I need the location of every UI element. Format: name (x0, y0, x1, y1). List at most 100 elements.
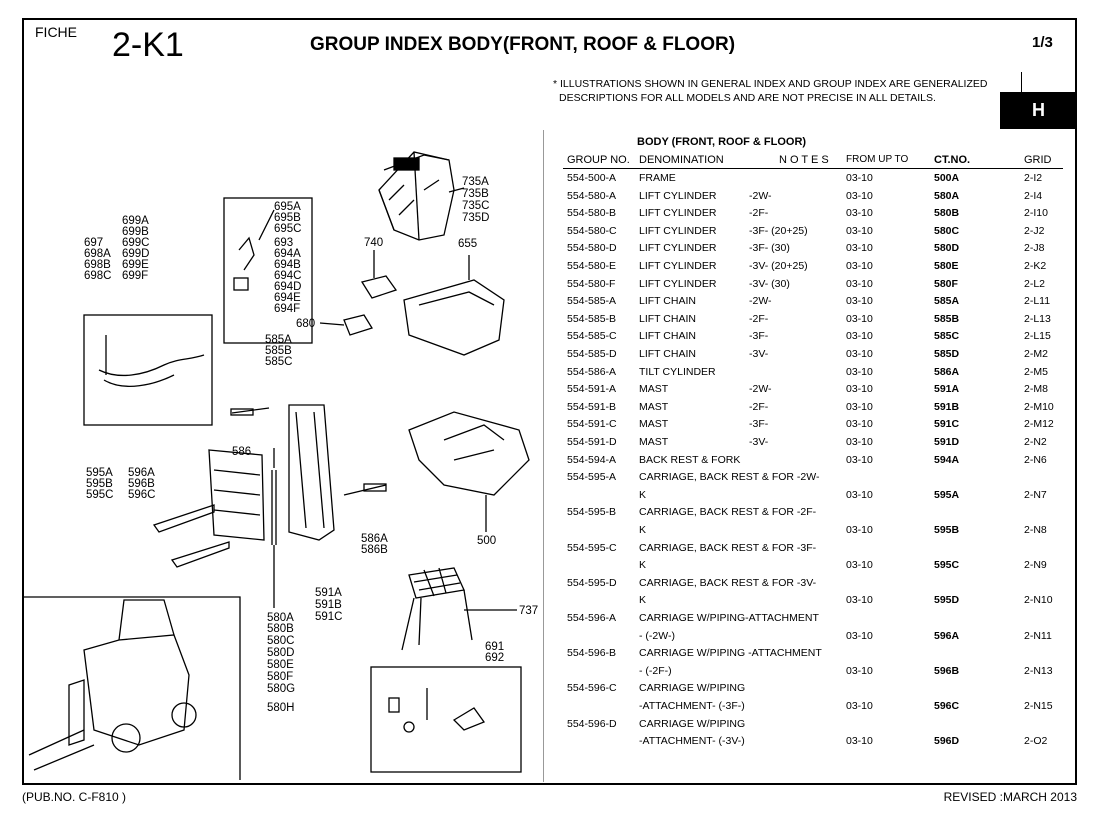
denomination-cell: CARRIAGE W/PIPING (639, 717, 746, 730)
ct-no-cell: 596D (934, 735, 960, 748)
grid-cell: 2-M2 (1024, 348, 1048, 360)
grid-cell: 2-N13 (1024, 664, 1053, 677)
ct-no-cell: 585A (934, 295, 960, 308)
denomination-cell: - (-2F-) (639, 664, 672, 677)
from-cell: 03-10 (846, 277, 873, 290)
label-596c: 596C (128, 489, 156, 501)
label-580e: 580E (267, 659, 294, 671)
label-695a: 695A (274, 201, 301, 213)
table-row[interactable]: - (-2F-) 03-10 596B 2-N13 (563, 665, 1063, 683)
ct-no-cell: 580E (934, 260, 959, 272)
fiche-code: 2-K1 (112, 26, 184, 64)
denomination-cell: FRAME (639, 172, 676, 184)
table-row[interactable]: 554-596-D CARRIAGE W/PIPING (563, 718, 1063, 736)
group-no-cell: 554-585-A (567, 295, 617, 308)
ct-no-cell: 585D (934, 348, 960, 360)
group-no-cell: 554-580-F (567, 277, 616, 290)
label-585c: 585C (265, 356, 293, 368)
label-586: 586 (232, 446, 251, 458)
denomination-cell: MAST (639, 436, 669, 448)
ct-no-cell: 596C (934, 700, 960, 712)
label-694e: 694E (274, 292, 301, 304)
notes-cell: -3F- (749, 330, 769, 343)
label-580c: 580C (267, 635, 295, 647)
label-692: 692 (485, 652, 504, 664)
from-cell: 03-10 (846, 453, 873, 466)
disclaimer-line-1: * ILLUSTRATIONS SHOWN IN GENERAL INDEX A… (553, 78, 988, 90)
grid-cell: 2-M8 (1024, 383, 1048, 396)
notes-cell: -2W- (749, 383, 772, 396)
label-596b: 596B (128, 478, 155, 490)
group-no-cell: 554-596-D (567, 717, 617, 730)
grid-cell: 2-N11 (1024, 629, 1052, 642)
roof-guard-illustration (378, 151, 455, 241)
header-group-no: GROUP NO. (567, 154, 630, 166)
from-cell: 03-10 (846, 207, 873, 220)
ct-no-cell: 596B (934, 664, 960, 677)
group-no-cell: 554-596-C (567, 682, 617, 695)
label-580b: 580B (267, 623, 294, 635)
from-cell: 03-10 (846, 330, 873, 343)
label-595b: 595B (86, 478, 113, 490)
header-notes: N O T E S (779, 154, 829, 166)
group-no-cell: 554-585-D (567, 348, 617, 360)
ct-no-cell: 585C (934, 330, 960, 343)
label-735a: 735A (462, 176, 489, 188)
fiche-label: FICHE (35, 24, 77, 40)
from-cell: 03-10 (846, 664, 873, 677)
denomination-cell: LIFT CYLINDER (639, 260, 717, 272)
ct-no-cell: 595B (934, 524, 960, 536)
grid-cell: 2-I2 (1024, 172, 1043, 184)
denomination-cell: CARRIAGE W/PIPING -ATTACHMENT (639, 647, 822, 660)
notes-cell: -3V- (749, 436, 769, 448)
ct-no-cell: 591B (934, 400, 960, 413)
label-585b: 585B (265, 345, 292, 357)
section-title: BODY (FRONT, ROOF & FLOOR) (637, 136, 807, 148)
label-694c: 694C (274, 270, 302, 282)
label-694a: 694A (274, 248, 301, 260)
disclaimer-rule (1021, 72, 1022, 94)
label-694f: 694F (274, 303, 300, 315)
ct-no-cell: 580A (934, 189, 960, 202)
label-695c: 695C (274, 223, 302, 235)
label-500: 500 (477, 535, 496, 547)
section-tab[interactable]: H (1000, 92, 1077, 129)
group-no-cell: 554-595-C (567, 541, 617, 554)
label-591b: 591B (315, 599, 342, 611)
label-698a: 698A (84, 248, 111, 260)
label-694d: 694D (274, 281, 302, 293)
denomination-cell: TILT CYLINDER (639, 365, 716, 378)
label-698c: 698C (84, 270, 112, 282)
